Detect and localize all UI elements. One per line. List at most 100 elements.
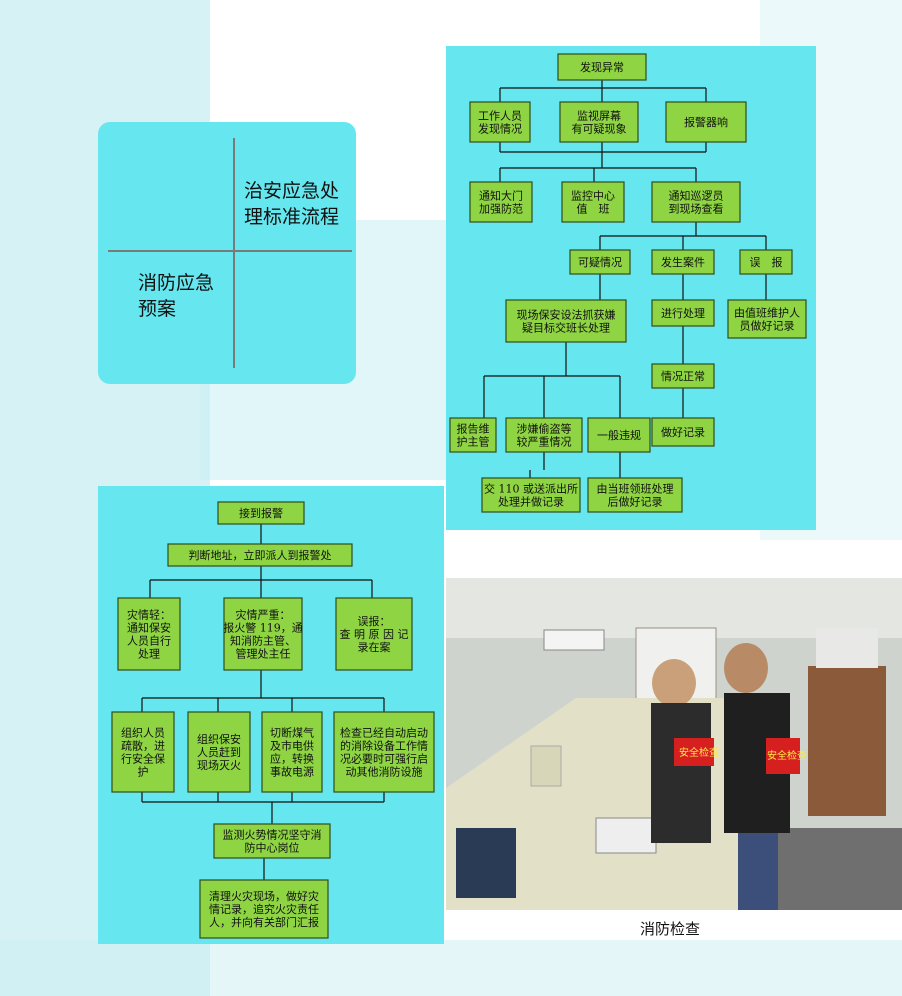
security-flow-node: 可疑情况 (569, 249, 631, 275)
fire-flow-node: 判断地址，立即派人到报警处 (167, 543, 353, 567)
flow-connector (499, 80, 707, 102)
fire-flow-node-box (199, 879, 329, 939)
security-flow-node-box (651, 417, 715, 447)
security-flow-node-box (739, 249, 793, 275)
fire-flow-node-label: 应，转换 (270, 752, 314, 766)
fire-flow-node-label: 接到报警 (239, 506, 283, 520)
flow-connector (499, 142, 707, 168)
security-flow-node-box (569, 249, 631, 275)
fire-flow-node-label: 判断地址，立即派人到报警处 (189, 548, 332, 562)
fire-flow-node-label: 行安全保 (121, 752, 165, 766)
security-flow-node-label: 涉嫌偷盗等 (517, 422, 572, 436)
fire-flow-node-box (117, 597, 181, 671)
security-flow-node-label: 员做好记录 (740, 319, 795, 333)
fire-title: 消防应急预案 (138, 272, 215, 320)
fire-flow-node-label: 现场灭火 (197, 758, 241, 772)
fire-flow-node-box (111, 711, 175, 793)
security-title: 治安应急处理标准流程 (244, 180, 340, 228)
fire-inspection-photo: 安全检查 安全检查 (446, 578, 902, 910)
flow-connector (141, 792, 385, 824)
fire-flow-node-label: 灾情轻： (127, 608, 171, 622)
security-flow-node-box (561, 181, 625, 223)
flow-connectors (141, 80, 767, 880)
security-flow-node-box (587, 477, 683, 513)
fire-flow-node-label: 的消除设备工作情 (340, 739, 428, 753)
security-flow-node: 一般违规 (587, 417, 651, 453)
fire-flow-node-label: 报火警 119，通 (223, 621, 303, 635)
security-flow-node: 做好记录 (651, 417, 715, 447)
photo-caption: 消防检查 (640, 920, 701, 938)
fire-flow-node-label: 人员赶到 (197, 745, 241, 759)
security-flow-node-label: 较严重情况 (517, 435, 572, 449)
fire-flow-node-label: 切断煤气 (270, 726, 314, 740)
security-flow-node-label: 报警器响 (684, 115, 728, 129)
security-flow-node: 误 报 (739, 249, 793, 275)
fire-flow-node-label: 人员自行 (127, 635, 171, 648)
fire-flow-node-label: 组织人员 (121, 726, 165, 740)
title-card: 治安应急处理标准流程 消防应急预案 (98, 122, 356, 384)
security-flow-node-label: 通知大门 (479, 189, 523, 203)
fire-flow-node-label: 组织保安 (197, 732, 241, 746)
security-flow-node-box (651, 363, 715, 389)
fire-flow-node-label: 录在案 (358, 640, 391, 654)
security-flow-node-box (469, 101, 531, 143)
security-flow-node-label: 后做好记录 (608, 495, 663, 509)
fire-flow-node-box (187, 711, 251, 793)
security-flow-node-label: 报告维 (457, 422, 490, 436)
flow-connector (599, 274, 767, 300)
security-flow-node-label: 护主管 (457, 435, 490, 449)
armband-text-left: 安全检查 (679, 746, 719, 759)
security-flow-node-label: 由值班维护人 (734, 306, 800, 320)
fire-flow-node-label: 事故电源 (270, 765, 314, 779)
fire-flow-node-box (333, 711, 435, 793)
security-flow-node-label: 情况正常 (661, 370, 705, 383)
security-flow-node-label: 发现情况 (478, 122, 522, 136)
security-flow-node-box (557, 53, 647, 81)
security-flow-node-box (651, 299, 715, 327)
security-flow-node-box (449, 417, 497, 453)
fire-flow-node-label: 情记录，追究火灾责任 (209, 902, 319, 916)
divider-vertical (233, 138, 235, 368)
flow-connector (529, 452, 621, 478)
security-flow-node-label: 现场保安设法抓获嫌 (517, 308, 616, 322)
security-flow-node-label: 发生案件 (661, 255, 705, 269)
armband-text-right: 安全检查 (767, 749, 807, 762)
security-flow-node-label: 误 报 (750, 255, 783, 269)
flow-connector (149, 566, 373, 598)
security-flow-node-label: 监视屏幕 (577, 109, 621, 123)
flow-connector (599, 222, 767, 250)
fire-flow-node-label: 管理处主任 (236, 647, 291, 661)
security-flow-node-label: 处理并做记录 (498, 495, 564, 509)
security-flow-node-label: 做好记录 (661, 425, 705, 439)
security-flow-node-box (587, 417, 651, 453)
security-flow-node-box (481, 477, 581, 513)
fire-flow-node: 接到报警 (217, 501, 305, 525)
fire-flow-node-label: 护 (138, 765, 149, 779)
fire-flow-node-box (213, 823, 331, 859)
security-flow-node-label: 有可疑现象 (572, 122, 627, 136)
security-flow-node-box (469, 181, 533, 223)
flow-connector (141, 670, 385, 712)
flow-connector (499, 167, 697, 182)
fire-flow-node-label: 监测火势情况坚守消 (223, 828, 322, 842)
security-flow-node-label: 可疑情况 (578, 256, 622, 269)
security-flow-node-box (651, 181, 741, 223)
divider-horizontal (108, 250, 352, 252)
security-flow-node-label: 加强防范 (479, 202, 523, 216)
security-flow-node-box (651, 249, 715, 275)
security-flow-node-label: 疑目标交班长处理 (522, 321, 610, 335)
